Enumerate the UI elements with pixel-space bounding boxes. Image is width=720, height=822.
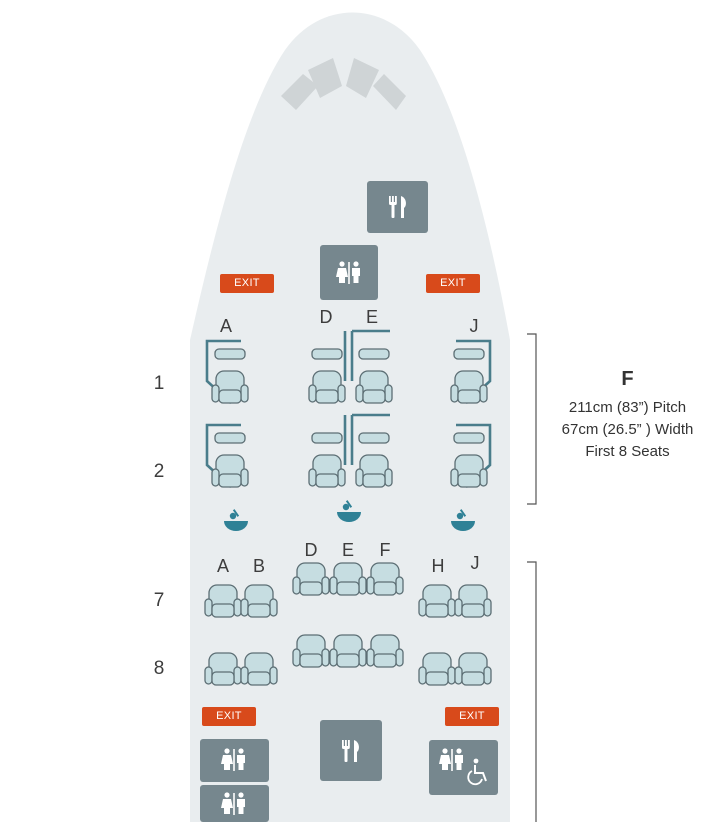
seat-8a: [204, 652, 242, 686]
seat-8d: [292, 634, 330, 668]
seat-8h: [418, 652, 456, 686]
column-label-d: D: [319, 307, 333, 327]
seat-1a: [211, 370, 249, 404]
class-code: F: [621, 368, 634, 390]
cockpit-window: [346, 58, 379, 98]
exit-sign-front-right: EXIT: [426, 274, 480, 293]
column-label-j: J: [469, 316, 479, 336]
row-label-8: 8: [153, 658, 165, 679]
wheelchair-icon: [467, 758, 487, 786]
column-label-j: J: [470, 553, 480, 573]
seat-7d: [292, 562, 330, 596]
seat-2a: [211, 454, 249, 488]
cockpit-window: [281, 74, 318, 110]
seat-7j: [454, 584, 492, 618]
seat-7e: [329, 562, 367, 596]
seat-ottoman: [214, 432, 246, 444]
seat-8e: [329, 634, 367, 668]
column-label-e: E: [365, 307, 378, 327]
seat-width: 67cm (26.5” ) Width: [561, 421, 694, 438]
seat-ottoman: [453, 348, 485, 360]
first-class-bracket: [527, 333, 537, 505]
row-label-1: 1: [153, 373, 165, 394]
seat-ottoman: [214, 348, 246, 360]
cockpit-window: [373, 74, 406, 110]
galley-front: [367, 181, 428, 233]
column-label-d: D: [304, 540, 318, 560]
seat-1j: [450, 370, 488, 404]
seat-count: First 8 Seats: [585, 443, 670, 460]
column-label-a: A: [216, 556, 229, 576]
seat-2e: [355, 454, 393, 488]
column-label-h: H: [431, 556, 445, 576]
cockpit-window: [308, 58, 342, 98]
exit-sign-front-left: EXIT: [220, 274, 274, 293]
first-class-info: F 211cm (83”) Pitch 67cm (26.5” ) Width …: [545, 368, 710, 463]
row-label-2: 2: [153, 461, 165, 482]
seat-1e: [355, 370, 393, 404]
seat-ottoman: [311, 348, 343, 360]
seat-ottoman: [453, 432, 485, 444]
seat-1d: [308, 370, 346, 404]
column-label-a: A: [219, 316, 232, 336]
seat-7f: [366, 562, 404, 596]
seat-7h: [418, 584, 456, 618]
galley-rear: [320, 720, 382, 781]
lavatory-accessible: [429, 740, 498, 795]
seat-2d: [308, 454, 346, 488]
column-label-e: E: [341, 540, 354, 560]
column-label-f: F: [379, 540, 391, 560]
exit-sign-rear-left: EXIT: [202, 707, 256, 726]
seat-2j: [450, 454, 488, 488]
fuselage: [190, 12, 510, 822]
business-class-bracket: [527, 561, 537, 822]
seat-7b: [240, 584, 278, 618]
seat-ottoman: [358, 432, 390, 444]
seat-8f: [366, 634, 404, 668]
seat-8b: [240, 652, 278, 686]
seat-pitch: 211cm (83”) Pitch: [568, 399, 687, 416]
exit-sign-rear-right: EXIT: [445, 707, 499, 726]
seat-ottoman: [311, 432, 343, 444]
column-label-b: B: [252, 556, 265, 576]
row-label-7: 7: [153, 590, 165, 611]
seat-7a: [204, 584, 242, 618]
seat-ottoman: [358, 348, 390, 360]
seat-8j: [454, 652, 492, 686]
